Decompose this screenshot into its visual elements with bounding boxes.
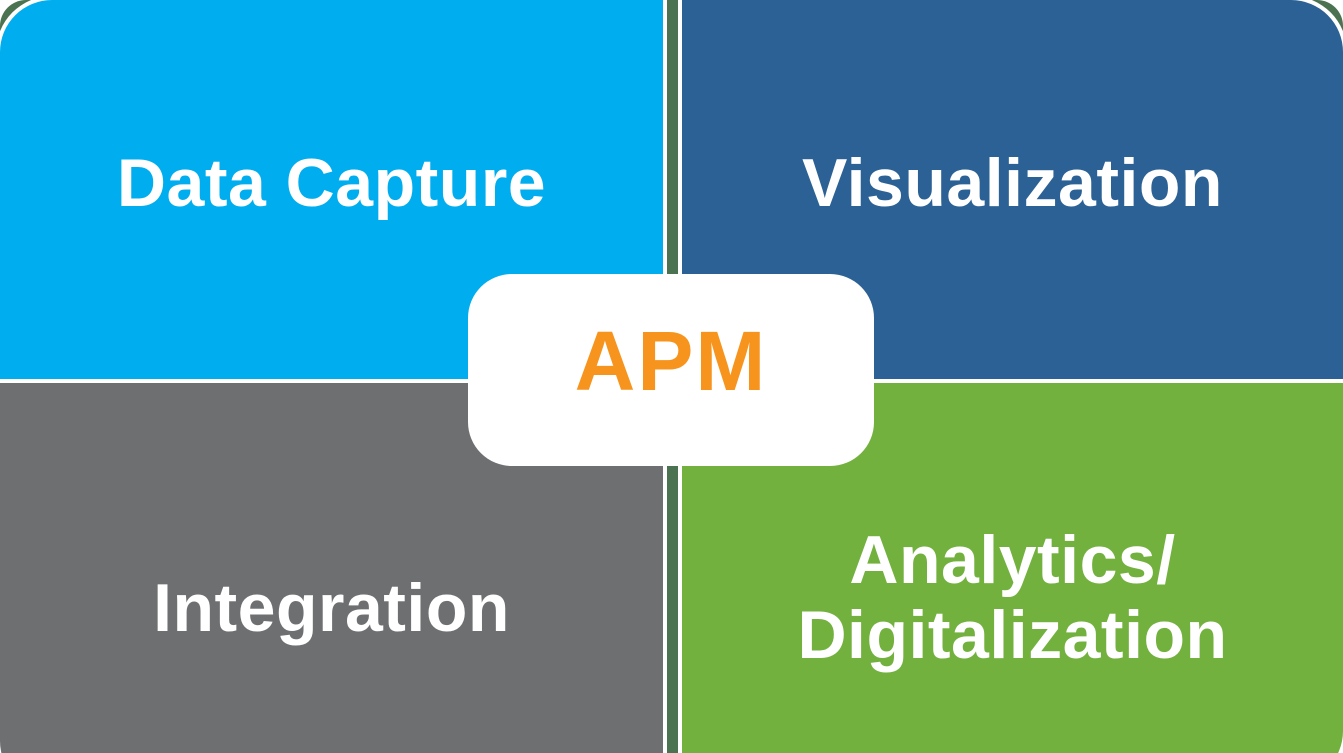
quadrant-data-capture-label: Data Capture (116, 145, 547, 222)
quadrant-analytics-digitalization-label: Analytics/ Digitalization (797, 523, 1227, 673)
quadrant-integration-label: Integration (153, 569, 510, 646)
analytics-line-1: Analytics/ (849, 522, 1176, 599)
center-apm-box: APM (472, 278, 870, 462)
analytics-line-2: Digitalization (797, 597, 1228, 673)
quadrant-integration: Integration (0, 383, 663, 753)
quadrant-visualization-label: Visualization (802, 145, 1223, 222)
center-apm-label: APM (574, 313, 768, 408)
